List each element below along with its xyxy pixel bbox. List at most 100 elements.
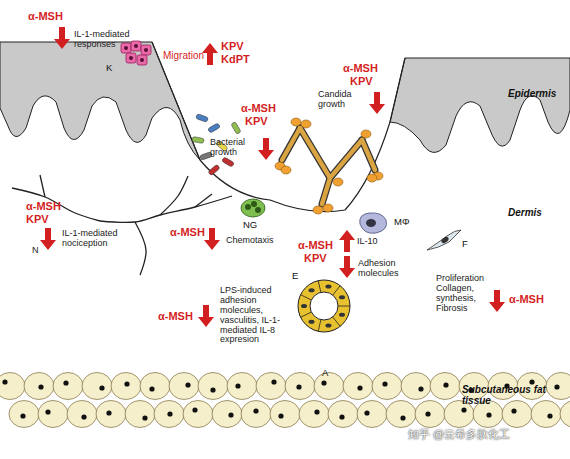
adipocyte-nucleus xyxy=(149,386,154,391)
cell-nucleus xyxy=(134,44,138,48)
peptide-name: α-MSH xyxy=(170,226,205,238)
adipocyte xyxy=(198,373,228,400)
candida-hyphae xyxy=(275,118,383,214)
adipocyte-nucleus xyxy=(271,379,276,384)
effect-text: IL-1-mediated nociception xyxy=(62,229,132,249)
adipocyte-nucleus xyxy=(142,415,147,420)
adipocyte xyxy=(53,373,83,400)
adipocyte-nucleus xyxy=(321,380,326,385)
cell-nucleus xyxy=(301,304,307,308)
cell-label: MΦ xyxy=(394,216,410,227)
nerve-branch xyxy=(135,222,146,275)
adipocyte-nucleus xyxy=(547,413,552,418)
effect-text: LPS-induced adhesion molecules, vasculit… xyxy=(220,286,292,345)
hypha xyxy=(282,128,300,160)
hypha-outline xyxy=(282,128,300,160)
adipocyte-nucleus xyxy=(210,387,215,392)
nucleus-lobe xyxy=(251,201,257,207)
adipocyte xyxy=(212,401,242,428)
adipocyte-nucleus xyxy=(106,410,111,415)
adipocyte-nucleus xyxy=(296,384,301,389)
cell-border xyxy=(301,312,312,317)
adipocyte-nucleus xyxy=(228,412,233,417)
bacterium xyxy=(231,122,241,135)
cell-border xyxy=(301,295,312,300)
macrophage: MΦ xyxy=(356,210,418,238)
adipocyte-nucleus xyxy=(20,413,25,418)
adipocyte xyxy=(560,401,570,428)
adipocyte-nucleus xyxy=(443,382,448,387)
adipocyte-nucleus xyxy=(382,381,387,386)
adipocyte xyxy=(256,373,286,400)
effect-text: Migration xyxy=(163,50,204,61)
yeast-cell xyxy=(301,120,311,128)
adipocyte-nucleus xyxy=(554,384,559,389)
adipocyte xyxy=(67,401,97,428)
yeast-cell xyxy=(281,166,291,174)
adipocyte xyxy=(401,373,431,400)
effect-text: Adhesion molecules xyxy=(358,259,410,279)
adipocyte xyxy=(299,401,329,428)
adipocyte-marker: A xyxy=(318,366,338,382)
adipocyte-nucleus xyxy=(38,384,43,389)
keratinocyte-cell xyxy=(126,53,136,63)
adipocyte xyxy=(546,373,570,400)
effect-text: Proliferation Collagen, synthesis, Fibro… xyxy=(436,274,492,314)
macrophage-cell xyxy=(360,213,387,233)
fibroblast: F xyxy=(425,228,471,254)
hypha xyxy=(362,140,375,170)
adipocyte-nucleus xyxy=(235,383,240,388)
cell-nucleus xyxy=(325,323,331,327)
adipocyte xyxy=(386,401,416,428)
peptide-name: KPV xyxy=(304,252,327,264)
keratinocyte-cell xyxy=(137,55,147,65)
nerve-branch xyxy=(195,194,212,207)
cell-nucleus xyxy=(144,48,148,52)
adipocyte xyxy=(314,373,344,400)
adipocyte xyxy=(125,401,155,428)
yeast-cell xyxy=(313,206,323,214)
effect-text: IL-10 xyxy=(357,237,378,247)
vessel-outline xyxy=(298,280,350,332)
hypha-outline xyxy=(300,128,362,178)
hypha xyxy=(322,178,330,204)
wound-edge xyxy=(152,42,405,212)
fat-tissue xyxy=(0,373,570,428)
cell-border xyxy=(333,317,340,326)
cell-nucleus xyxy=(325,285,331,289)
adipocyte xyxy=(9,401,39,428)
yeast-cell xyxy=(333,178,343,186)
hypha-outline xyxy=(362,140,375,170)
cell-label: A xyxy=(322,367,328,378)
epidermis-layer xyxy=(390,58,570,152)
effect-arrow xyxy=(204,228,220,250)
adipocyte xyxy=(183,401,213,428)
adipocyte-nucleus xyxy=(253,408,258,413)
cell-nucleus xyxy=(309,320,315,324)
bacterium xyxy=(192,136,205,143)
adipocyte-nucleus xyxy=(529,379,534,384)
layer-name: Epidermis xyxy=(508,88,556,99)
effect-arrow xyxy=(40,228,56,250)
adipocyte-nucleus xyxy=(192,407,197,412)
cell-nucleus xyxy=(440,236,449,245)
adipocyte-nucleus xyxy=(486,412,491,417)
effect-arrow xyxy=(339,230,355,252)
effect-text: Bacterial growth xyxy=(210,138,258,158)
adipocyte-nucleus xyxy=(425,411,430,416)
vessel-lumen xyxy=(310,292,338,320)
adipocyte-nucleus xyxy=(314,409,319,414)
peptide-name: α-MSH xyxy=(28,10,63,22)
keratinocyte-cell xyxy=(131,41,141,51)
effect-arrow xyxy=(258,138,274,160)
adipocyte-nucleus xyxy=(167,411,172,416)
peptide-name: KdPT xyxy=(221,53,250,65)
cell-border xyxy=(333,286,340,295)
peptide-name: KPV xyxy=(350,75,373,87)
effect-arrow xyxy=(202,43,218,65)
adipocyte-nucleus xyxy=(461,407,466,412)
peptide-name: α-MSH xyxy=(158,310,193,322)
effect-arrow xyxy=(339,256,355,278)
adipocyte-nucleus xyxy=(99,385,104,390)
peptide-name: α-MSH xyxy=(298,239,333,251)
